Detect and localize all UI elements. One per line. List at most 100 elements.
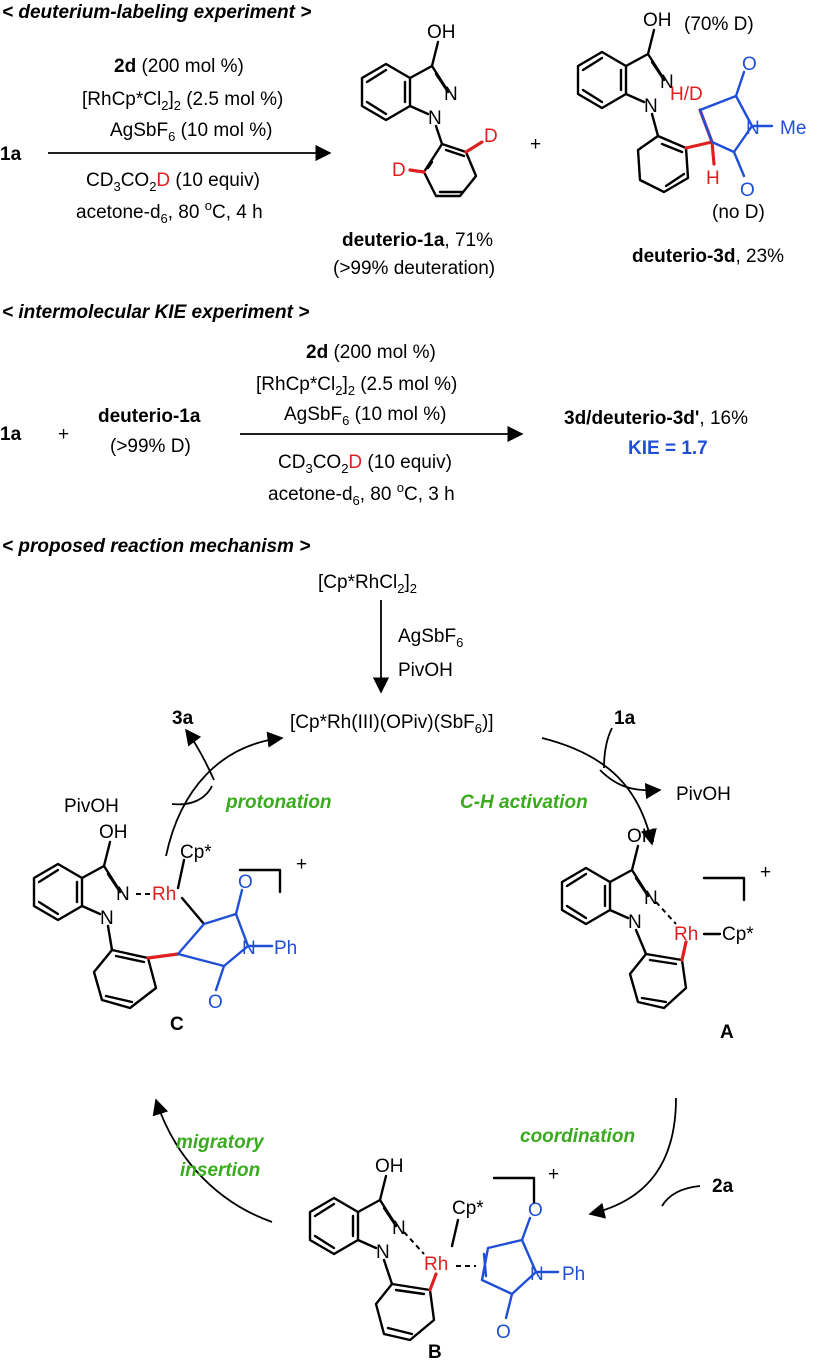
svg-text:AgSbF6 (10 mol %): AgSbF6 (10 mol %) (110, 120, 272, 144)
label-noD: (no D) (712, 202, 765, 223)
label-B: B (428, 1342, 442, 1363)
svg-text:+: + (296, 854, 307, 875)
arrow-2a-in (661, 1185, 701, 1207)
arrow-pivoh-in (171, 785, 213, 806)
svg-text:CD3CO2D (10 equiv): CD3CO2D (10 equiv) (278, 452, 452, 476)
svg-text:AgSbF6 (10 mol %): AgSbF6 (10 mol %) (284, 404, 446, 428)
section3-title: < proposed reaction mechanism > (2, 536, 310, 557)
svg-text:O: O (742, 54, 757, 75)
svg-text:O: O (528, 1200, 543, 1221)
label-ch-activation: C-H activation (460, 792, 588, 813)
kie-reactant-note: (>99% D) (110, 436, 191, 457)
kie-reactant-1a: 1a (0, 424, 22, 445)
arrow-coordination (588, 1097, 677, 1219)
kie-product: 3d/deuterio-3d', 16% (564, 408, 748, 429)
arrow-1a-in (603, 727, 613, 769)
reagent-pivoh: PivOH (398, 660, 453, 681)
substrate-1a: 1a (614, 708, 636, 729)
svg-text:N: N (530, 1264, 544, 1285)
svg-text:N: N (746, 118, 760, 139)
svg-text:N: N (644, 888, 658, 909)
svg-text:[RhCp*Cl2]2 (2.5 mol %): [RhCp*Cl2]2 (2.5 mol %) (82, 89, 283, 113)
svg-text:OH: OH (427, 22, 456, 43)
svg-text:Rh: Rh (424, 1254, 448, 1275)
svg-text:N: N (116, 884, 130, 905)
svg-text:Ph: Ph (562, 1264, 585, 1285)
conditions-2: 2d (200 mol %) [RhCp*Cl2]2 (2.5 mol %) A… (256, 342, 457, 508)
svg-text:CD3CO2D (10 equiv): CD3CO2D (10 equiv) (86, 170, 260, 194)
arrow-migratory-insertion (152, 1098, 273, 1223)
reagent-agsbf6: AgSbF6 (398, 626, 463, 650)
svg-text:Me: Me (780, 118, 806, 139)
intermediate-A: OH N N Rh Cp* + A (560, 826, 771, 1043)
svg-text:OH: OH (643, 10, 672, 31)
product1-label: deuterio-1a, 71% (342, 230, 493, 251)
svg-text:2d (200 mol %): 2d (200 mol %) (306, 342, 436, 363)
svg-text:N: N (242, 938, 256, 959)
active-catalyst: [Cp*Rh(III)(OPiv)(SbF6)] (290, 712, 494, 736)
reactant-1a: 1a (0, 144, 22, 165)
svg-text:+: + (760, 862, 771, 883)
product1-note: (>99% deuteration) (333, 258, 495, 279)
kie-plus: + (58, 424, 69, 445)
arrow-protonation (165, 731, 284, 857)
product-3a: 3a (172, 708, 194, 729)
intermediate-C: OH N N Rh Cp* O N Ph O + C (32, 822, 307, 1035)
label-A: A (720, 1022, 734, 1043)
label-protonation: protonation (225, 792, 332, 813)
svg-text:N: N (376, 1242, 390, 1263)
svg-text:D: D (392, 160, 406, 181)
svg-text:O: O (740, 180, 755, 201)
svg-text:N: N (628, 912, 642, 933)
svg-text:O: O (496, 1322, 511, 1343)
kie-value: KIE = 1.7 (628, 438, 708, 459)
svg-text:+: + (548, 1164, 559, 1185)
kie-reactant-deuterio-1a: deuterio-1a (98, 406, 201, 427)
label-C: C (170, 1014, 184, 1035)
svg-text:Cp*: Cp* (452, 1198, 484, 1219)
arrow-ch-activation (541, 737, 657, 846)
plus-1: + (530, 134, 541, 155)
svg-text:H: H (706, 168, 720, 189)
svg-text:[RhCp*Cl2]2 (2.5 mol %): [RhCp*Cl2]2 (2.5 mol %) (256, 374, 457, 398)
label-migratory: migratory (176, 1132, 265, 1153)
conditions-1: 2d (200 mol %) [RhCp*Cl2]2 (2.5 mol %) A… (76, 56, 283, 226)
svg-text:acetone-d6, 80 oC, 4 h: acetone-d6, 80 oC, 4 h (76, 198, 263, 226)
intermediate-B: OH N N Rh Cp* O N Ph O + B (308, 1156, 585, 1363)
svg-text:OH: OH (99, 822, 128, 843)
precatalyst: [Cp*RhCl2]2 (318, 572, 417, 596)
svg-text:2d (200 mol %): 2d (200 mol %) (114, 56, 244, 77)
label-70D: (70% D) (684, 14, 754, 35)
svg-text:OH: OH (627, 826, 656, 847)
structure-deuterio-1a: OH N N D D (360, 22, 498, 198)
svg-text:acetone-d6, 80 oC, 3 h: acetone-d6, 80 oC, 3 h (268, 480, 455, 508)
svg-text:N: N (392, 1218, 406, 1239)
svg-text:D: D (484, 126, 498, 147)
svg-text:Rh: Rh (674, 924, 698, 945)
svg-text:N: N (444, 84, 458, 105)
pivoh-out: PivOH (676, 784, 731, 805)
substrate-2a: 2a (712, 1176, 734, 1197)
svg-text:Ph: Ph (274, 938, 297, 959)
structure-deuterio-3d: OH N N H/D H O N Me O (576, 10, 806, 201)
svg-text:O: O (238, 872, 253, 893)
product2-label: deuterio-3d, 23% (632, 246, 784, 267)
svg-text:Rh: Rh (152, 884, 176, 905)
pivoh-in: PivOH (64, 796, 119, 817)
svg-text:Cp*: Cp* (722, 924, 754, 945)
label-insertion: insertion (180, 1160, 260, 1181)
svg-text:H/D: H/D (670, 84, 703, 105)
arrow-3a-out (185, 728, 215, 781)
svg-text:Cp*: Cp* (180, 842, 212, 863)
section1-title: < deuterium-labeling experiment > (2, 2, 311, 23)
svg-text:N: N (660, 72, 674, 93)
svg-text:N: N (100, 908, 114, 929)
svg-text:O: O (208, 992, 223, 1013)
svg-text:OH: OH (375, 1156, 404, 1177)
section2-title: < intermolecular KIE experiment > (2, 302, 309, 323)
svg-text:N: N (428, 108, 442, 129)
svg-text:N: N (644, 96, 658, 117)
label-coordination: coordination (520, 1126, 635, 1147)
arrow-pivoh-out (599, 769, 662, 800)
